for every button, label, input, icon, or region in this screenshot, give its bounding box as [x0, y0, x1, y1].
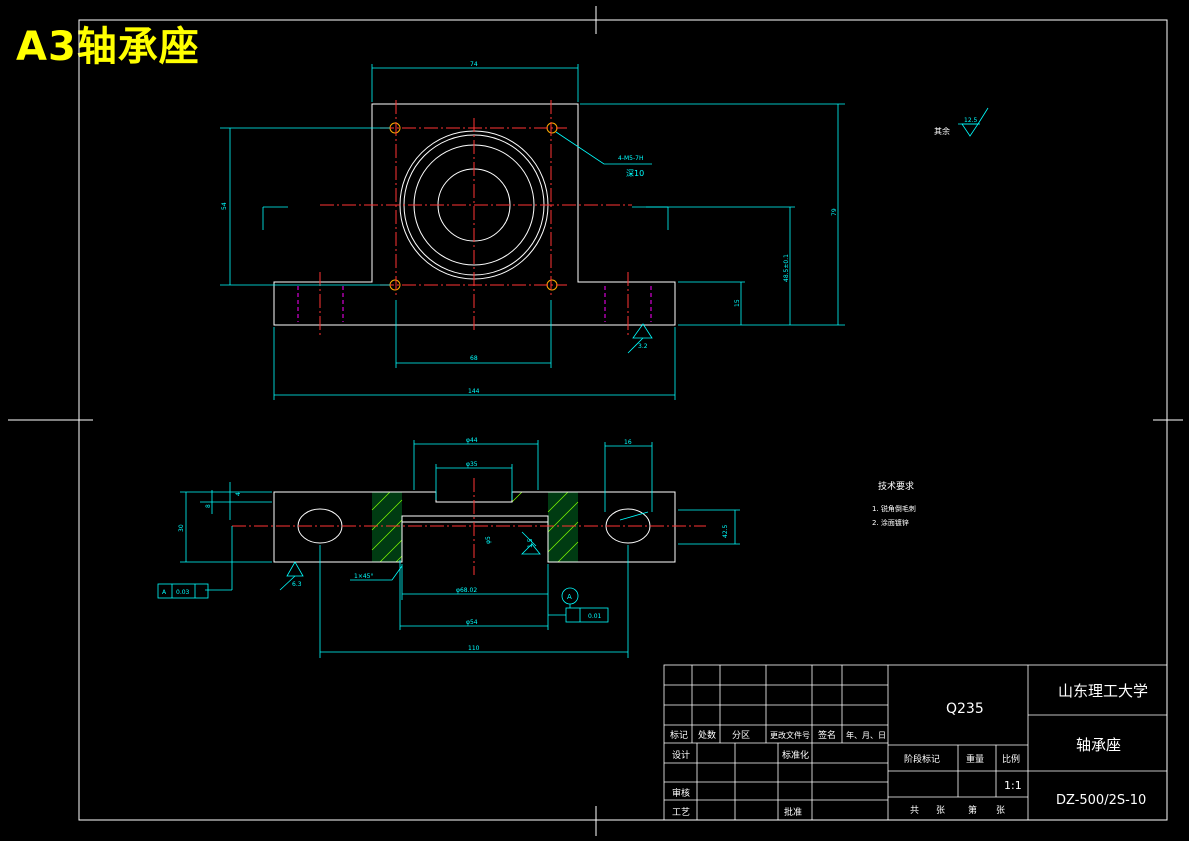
svg-text:标准化: 标准化 — [782, 749, 809, 761]
dim-height-right: 79 — [831, 208, 838, 216]
tech-req-item-1: 1. 锐角倒毛刺 — [872, 504, 916, 513]
dim-sec-mid: φ35 — [466, 461, 478, 468]
svg-text:张: 张 — [936, 805, 945, 816]
dim-bore: φ68.02 — [456, 587, 477, 594]
tech-req-item-2: 2. 涂面镀锌 — [872, 518, 909, 527]
svg-text:张: 张 — [996, 805, 1005, 816]
front-view: 74 79 54 4-M5-7H 深10 48.5±0.1 15 68 144 … — [220, 61, 989, 400]
svg-text:审核: 审核 — [672, 787, 690, 799]
dim-chamfer: 1×45° — [354, 573, 373, 580]
tol-right-val: 0.01 — [588, 613, 602, 620]
svg-text:第: 第 — [968, 804, 977, 816]
title-block-text: Q235 山东理工大学 轴承座 DZ-500/2S-10 1:1 比例 阶段标记… — [670, 682, 1148, 818]
svg-text:年、月、日: 年、月、日 — [846, 730, 886, 740]
svg-text:批准: 批准 — [784, 806, 802, 818]
dim-height-left: 54 — [221, 202, 228, 210]
tol-left-val: 0.03 — [176, 589, 190, 596]
roughness-general: 12.5 — [964, 117, 978, 124]
part-name: 轴承座 — [1076, 736, 1121, 754]
drawing-border — [78, 19, 1168, 821]
dim-sec-inner: φ5 — [485, 536, 492, 544]
front-outline — [273, 103, 676, 326]
tech-req-title: 技术要求 — [878, 480, 914, 492]
hole-callout: 4-M5-7H — [618, 155, 643, 162]
scale: 1:1 — [1004, 779, 1022, 792]
drawing-banner: A3轴承座 — [16, 24, 200, 70]
roughness-sec: 6.3 — [292, 581, 302, 588]
dim-center-height: 48.5±0.1 — [783, 254, 790, 282]
roughness-base: 3.2 — [638, 343, 648, 350]
svg-text:处数: 处数 — [698, 729, 716, 741]
svg-text:更改文件号: 更改文件号 — [770, 730, 810, 740]
dim-overall-len: 144 — [468, 388, 480, 395]
dim-sec-h2: 4 — [235, 492, 242, 496]
tech-requirements: 技术要求 1. 锐角倒毛刺 2. 涂面镀锌 — [872, 480, 916, 527]
dim-top-width: 74 — [470, 61, 478, 68]
title-block — [663, 664, 1168, 821]
dim-hole-span: 68 — [470, 355, 478, 362]
material: Q235 — [946, 701, 984, 717]
dim-sec-top: φ44 — [466, 437, 478, 444]
svg-text:工艺: 工艺 — [672, 807, 690, 818]
tol-left-datum: A — [162, 589, 167, 596]
hole-depth: 深10 — [626, 169, 644, 178]
rest-label: 其余 — [934, 126, 950, 136]
section-view: φ44 φ35 16 8 4 30 42.5 φ5 1.5 1×45° φ68.… — [157, 437, 740, 658]
dim-base-thk: 15 — [734, 299, 741, 307]
drawing-no: DZ-500/2S-10 — [1056, 793, 1146, 808]
svg-text:共: 共 — [910, 805, 919, 816]
svg-text:签名: 签名 — [818, 729, 836, 741]
dim-sec-h1: 8 — [205, 504, 212, 508]
stage-label: 阶段标记 — [904, 753, 940, 765]
corner-mark — [1155, 19, 1168, 32]
svg-text:标记: 标记 — [670, 729, 688, 741]
scale-label: 比例 — [1002, 753, 1020, 765]
svg-text:分区: 分区 — [732, 730, 750, 741]
school: 山东理工大学 — [1058, 682, 1148, 700]
dim-sec-h-total: 30 — [178, 524, 185, 532]
dim-slot-w: 16 — [624, 439, 632, 446]
svg-text:设计: 设计 — [672, 749, 690, 761]
dim-sec-small: 1.5 — [527, 538, 534, 548]
weight-label: 重量 — [966, 753, 984, 765]
dim-bore2: φ54 — [466, 619, 478, 626]
section-outline — [273, 491, 676, 563]
datum-label: A — [567, 593, 572, 601]
dim-sec-h-right: 42.5 — [722, 524, 729, 538]
dim-bolt-span: 110 — [468, 645, 480, 652]
